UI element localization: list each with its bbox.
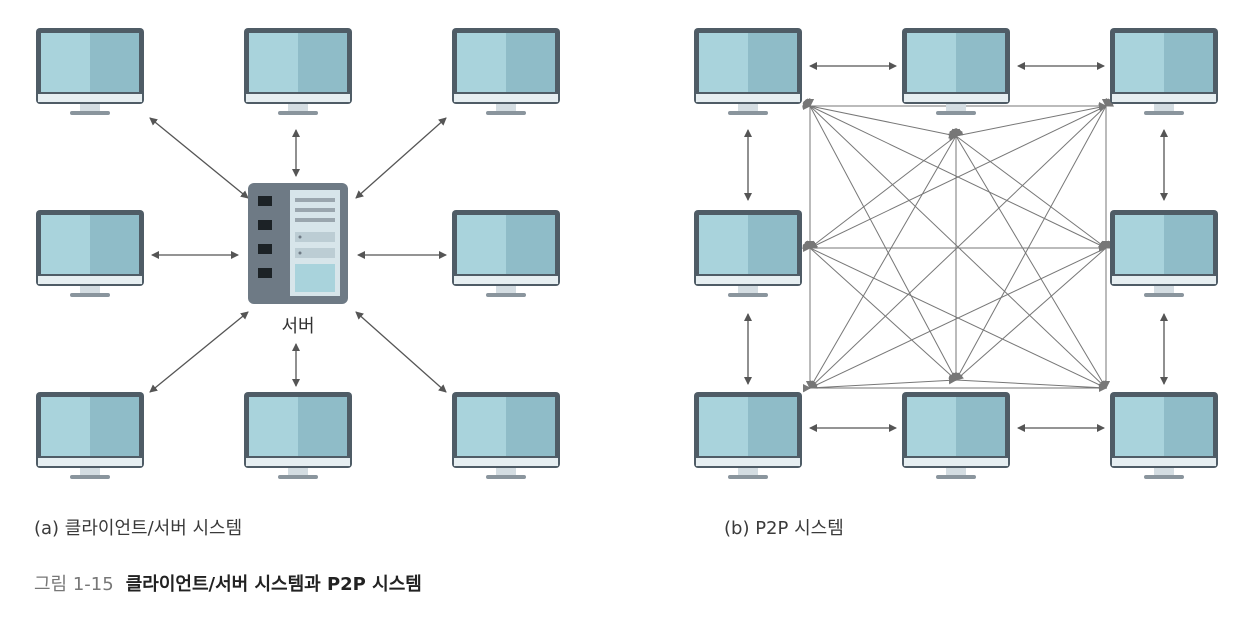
peer-monitor-bottom-right (1110, 392, 1218, 479)
figure-caption: 그림 1-15 클라이언트/서버 시스템과 P2P 시스템 (34, 570, 422, 596)
peer-monitor-bottom-center (902, 392, 1010, 479)
client-monitors (36, 28, 560, 479)
mesh-line-mr-bc (955, 240, 1114, 381)
client-monitor-middle-left (36, 210, 144, 297)
arrow-server-top-left (149, 117, 249, 199)
server-icon (248, 183, 348, 304)
server-label: 서버 (281, 316, 314, 337)
arrow-server-bottom-right (355, 311, 447, 393)
client-server-diagram: 서버 (36, 28, 560, 479)
caption-client-server: (a) 클라이언트/서버 시스템 (34, 518, 243, 539)
client-monitor-top-right (452, 28, 560, 115)
client-monitor-bottom-right (452, 392, 560, 479)
mesh-line-tc-bl (809, 127, 963, 389)
mesh-line-tc-ml (809, 128, 964, 249)
client-monitor-top-left (36, 28, 144, 115)
client-monitor-top-center (244, 28, 352, 115)
peer-monitor-middle-right (1110, 210, 1218, 297)
mesh-line-bl-bc (802, 376, 957, 393)
mesh-line-tl-bc (803, 97, 957, 381)
p2p-diagram (694, 28, 1218, 479)
figure-number: 그림 1-15 (34, 574, 114, 595)
arrow-server-bottom-left (149, 311, 249, 393)
caption-p2p: (b) P2P 시스템 (724, 518, 844, 539)
client-monitor-bottom-center (244, 392, 352, 479)
mesh-line-tc-tr (948, 103, 1107, 142)
mesh-line-tc-mr (947, 128, 1107, 249)
mesh-line-tc-br (948, 127, 1107, 389)
mesh-line-tr-bc (955, 97, 1113, 381)
arrow-server-top-right (355, 117, 447, 199)
peer-monitors (694, 28, 1218, 479)
mesh-line-tl-tc (802, 100, 957, 139)
client-monitor-bottom-left (36, 392, 144, 479)
client-monitor-middle-right (452, 210, 560, 297)
peer-monitor-top-right (1110, 28, 1218, 115)
peer-monitor-top-left (694, 28, 802, 115)
mesh-line-ml-bc (802, 240, 957, 381)
peer-monitor-bottom-left (694, 392, 802, 479)
p2p-mesh-lines (801, 97, 1115, 393)
p2p-arrows (744, 62, 1168, 432)
peer-monitor-middle-left (694, 210, 802, 297)
mesh-line-bc-br (948, 375, 1107, 392)
figure-title: 클라이언트/서버 시스템과 P2P 시스템 (125, 574, 422, 595)
client-server-arrows (149, 117, 447, 393)
peer-monitor-top-center (902, 28, 1010, 115)
